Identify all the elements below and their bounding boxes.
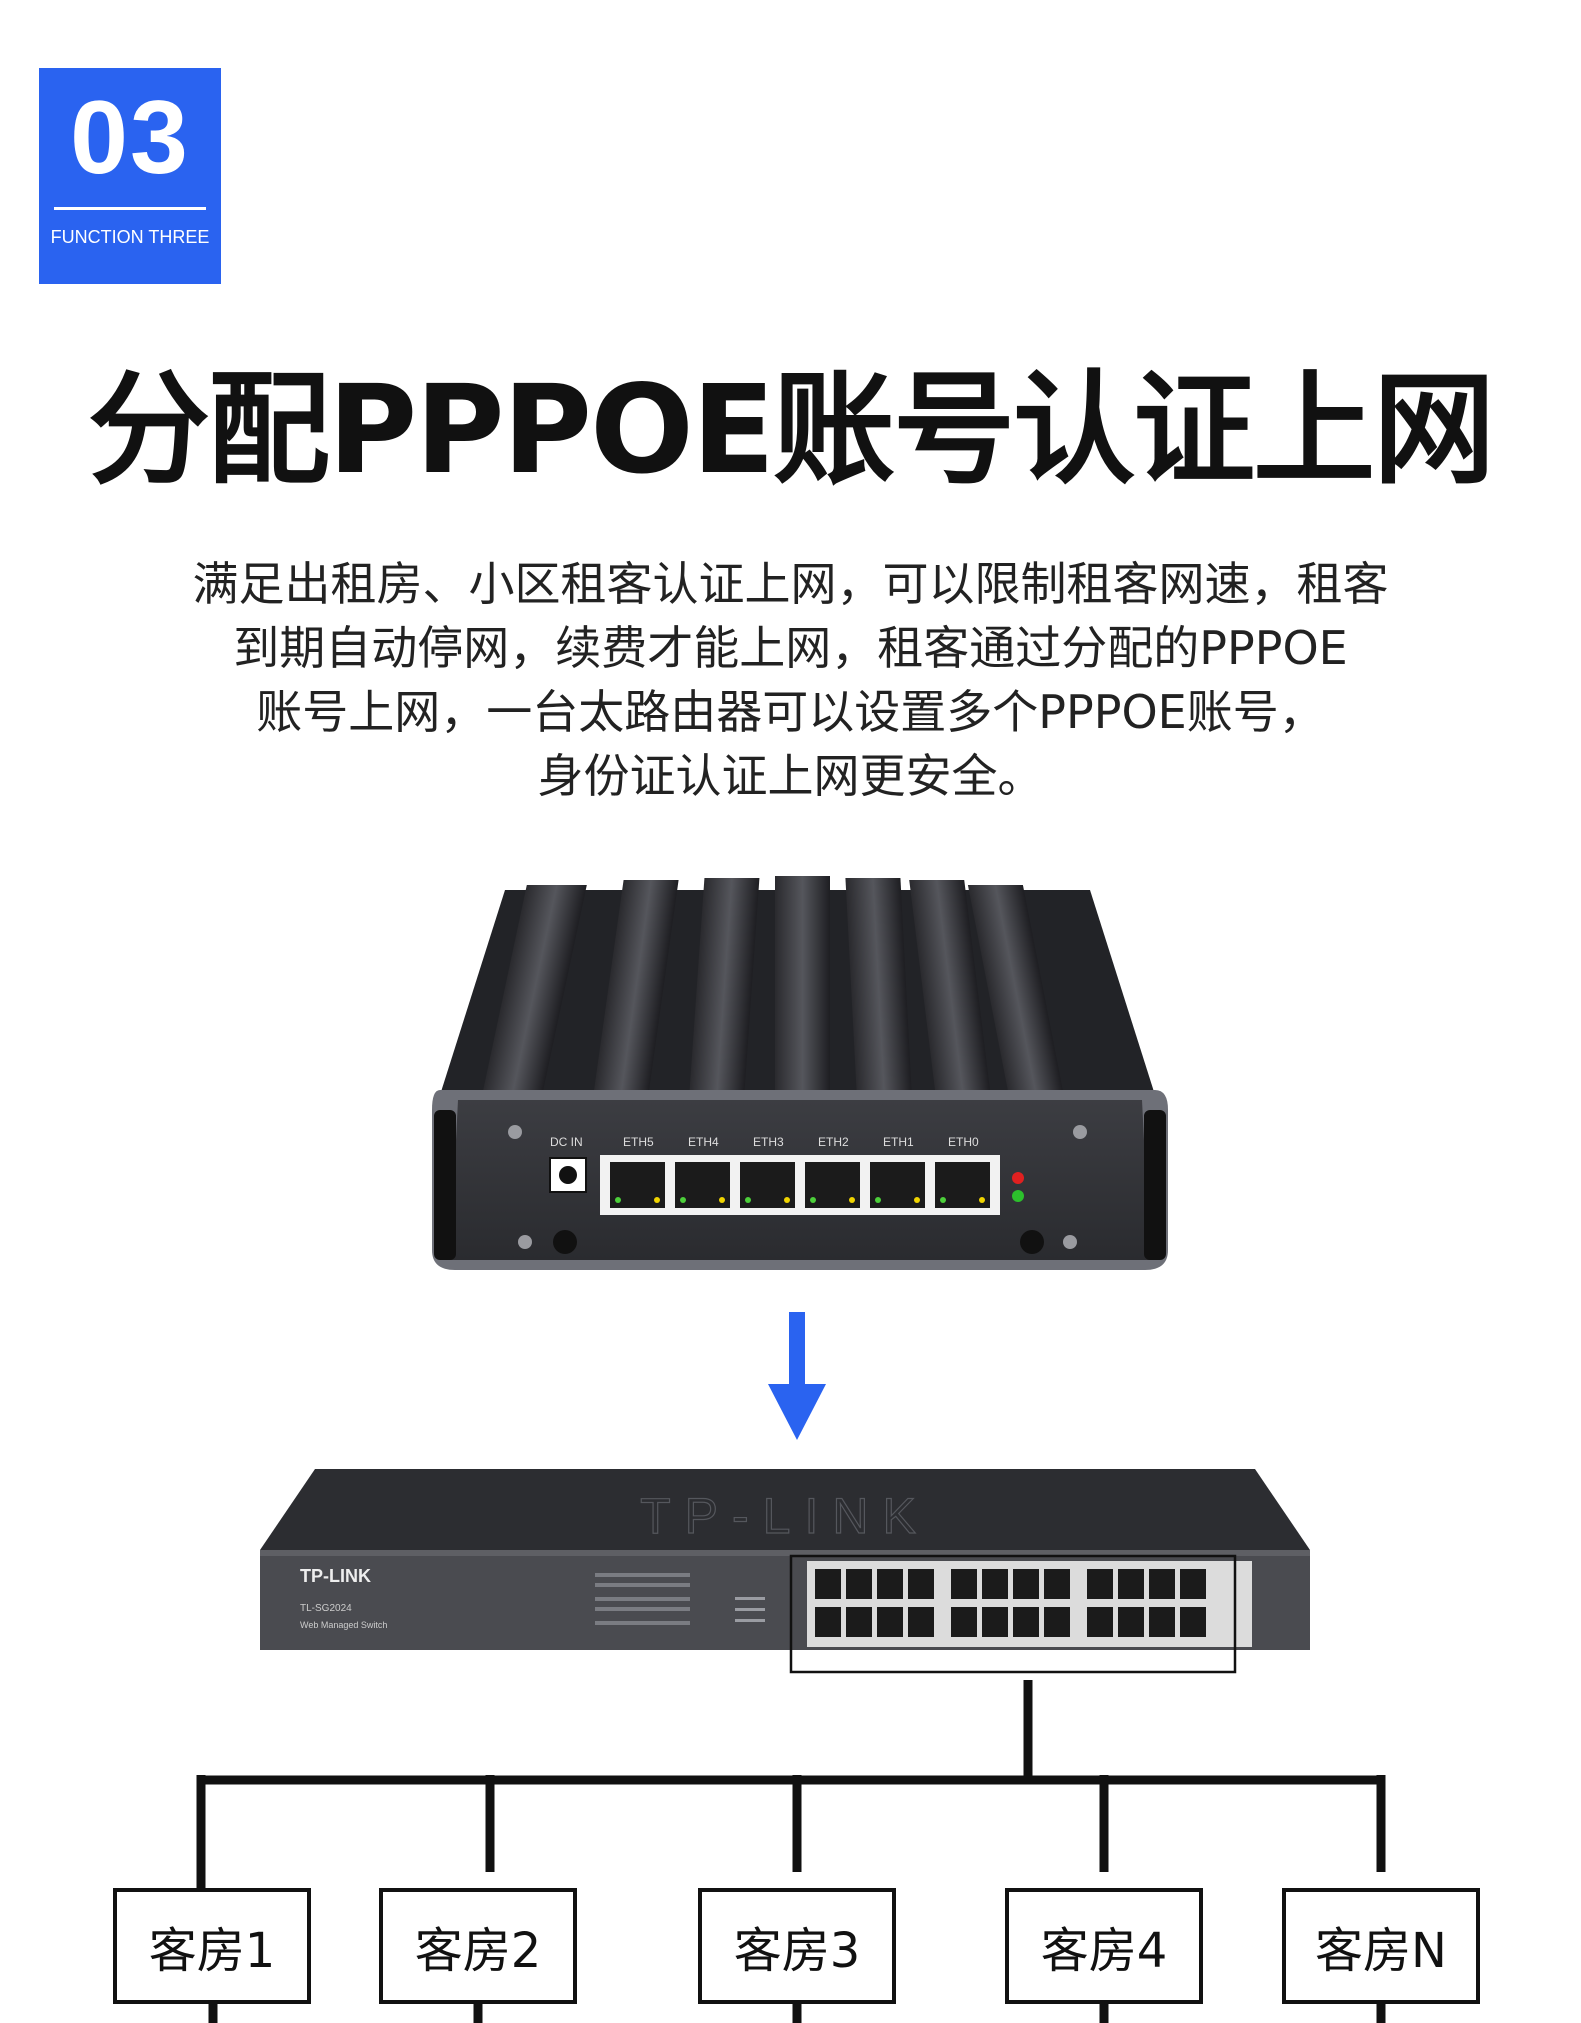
port-label: ETH4 [688,1135,719,1149]
switch-port [1180,1569,1206,1599]
room-box: 客房2 [379,1888,577,2004]
description-line: 到期自动停网，续费才能上网，租客通过分配的PPPOE [233,621,1348,675]
switch-port [908,1569,934,1599]
switch-port [1044,1569,1070,1599]
room-box: 客房4 [1005,1888,1203,2004]
switch-port [1087,1607,1113,1637]
port-label: ETH0 [948,1135,979,1149]
switch-port [1118,1607,1144,1637]
switch-ports [815,1569,1206,1637]
description: 满足出租房、小区租客认证上网，可以限制租客网速，租客 到期自动停网，续费才能上网… [120,552,1461,808]
port-label: ETH5 [623,1135,654,1149]
switch-port [908,1607,934,1637]
switch-port [877,1607,903,1637]
function-badge: 03 FUNCTION THREE [39,68,221,284]
badge-divider [54,207,206,210]
function-subtitle: FUNCTION THREE [50,227,210,247]
switch-port [846,1607,872,1637]
port-label: ETH2 [818,1135,849,1149]
function-number: 03 [70,80,190,196]
switch-image: TP-LINK TP-LINK TL-SG2024 Web Managed Sw… [260,1469,1310,1674]
router-image: DC IN ETH5 ETH4 ETH3 ETH2 ETH1 ETH0 [432,876,1168,1270]
port-label: ETH3 [753,1135,784,1149]
page-title: 分配PPPOE账号认证上网 [87,359,1495,501]
heatsink-fins [483,876,1063,1090]
switch-port [1149,1569,1175,1599]
switch-port [815,1607,841,1637]
switch-port [982,1569,1008,1599]
room-box: 客房N [1282,1888,1480,2004]
power-led [1012,1172,1024,1184]
down-arrow-icon [768,1312,826,1440]
switch-port [951,1607,977,1637]
switch-port [815,1569,841,1599]
switch-port [1044,1607,1070,1637]
port-highlight-box [789,1554,1237,1674]
description-line: 身份证认证上网更安全。 [537,749,1044,803]
network-tree-lines [196,1680,1386,2023]
switch-model: TL-SG2024 [300,1603,352,1614]
switch-port [877,1569,903,1599]
switch-port [1149,1607,1175,1637]
switch-port [982,1607,1008,1637]
port-label: ETH1 [883,1135,914,1149]
switch-port [951,1569,977,1599]
switch-port [1013,1569,1039,1599]
switch-port [1180,1607,1206,1637]
power-label: DC IN [550,1135,583,1149]
switch-port [1013,1607,1039,1637]
switch-port [1118,1569,1144,1599]
switch-model-desc: Web Managed Switch [300,1620,387,1630]
description-line: 满足出租房、小区租客认证上网，可以限制租客网速，租客 [192,557,1389,611]
switch-port [846,1569,872,1599]
switch-brand: TP-LINK [300,1566,371,1586]
room-box: 客房1 [113,1888,311,2004]
status-led [1012,1190,1024,1202]
room-box: 客房3 [698,1888,896,2004]
switch-port [1087,1569,1113,1599]
description-line: 账号上网，一台太路由器可以设置多个PPPOE账号， [256,685,1325,739]
switch-brand-emboss: TP-LINK [640,1488,930,1544]
